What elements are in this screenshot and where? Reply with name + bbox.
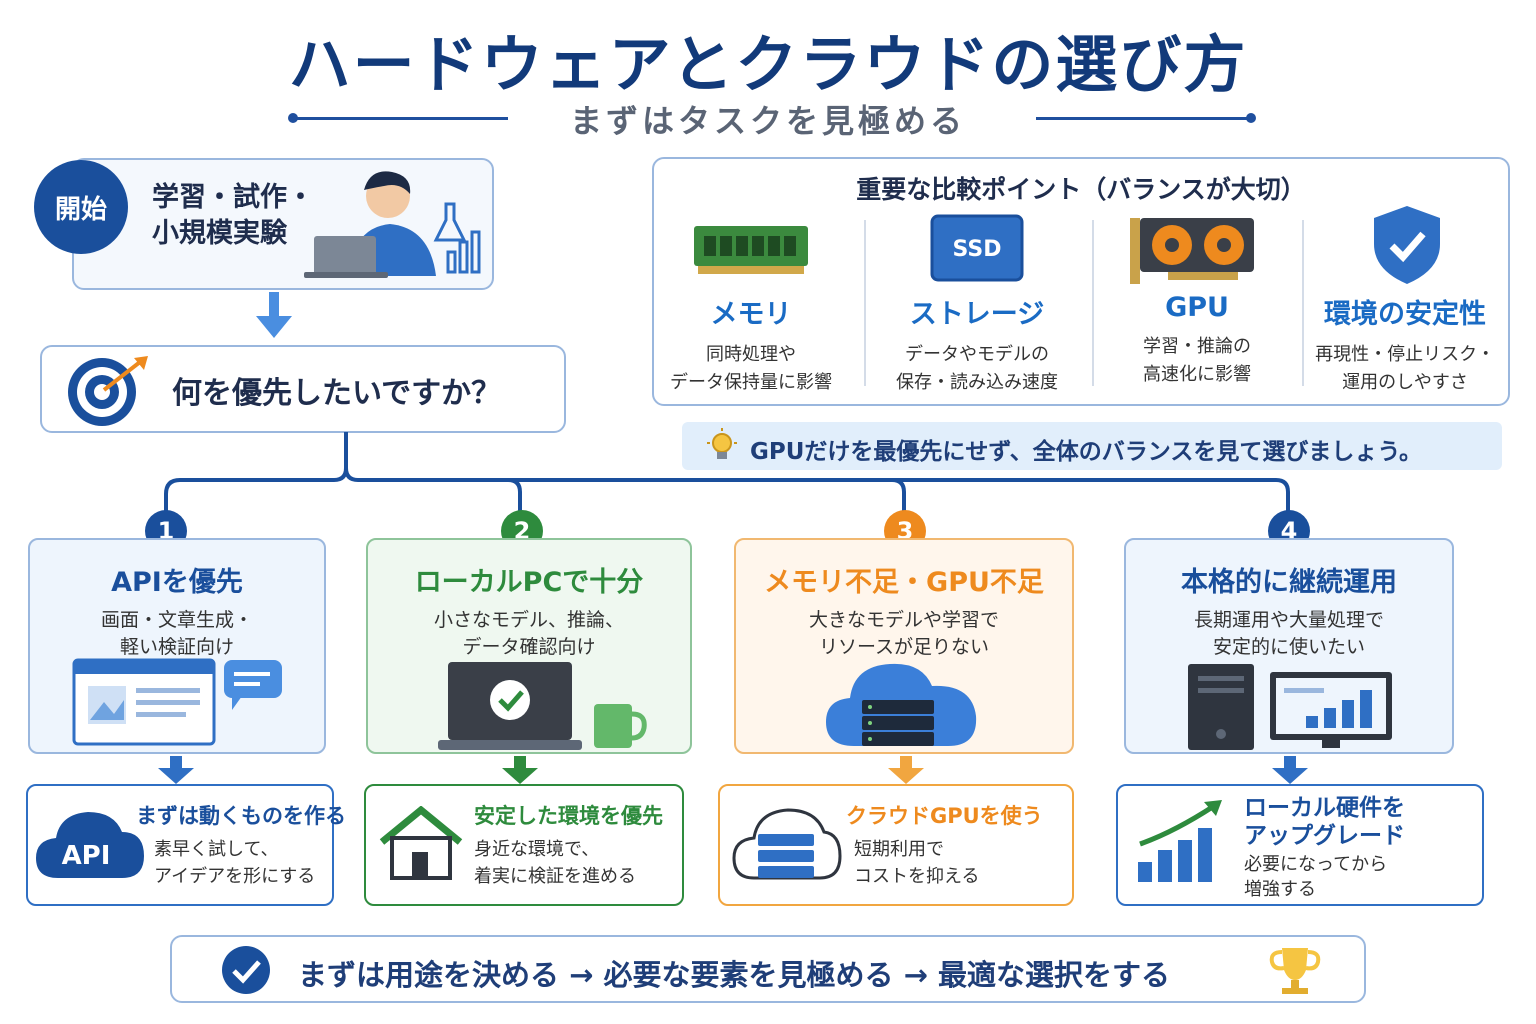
comparison-item-name: GPU: [1165, 292, 1229, 323]
comparison-item-storage: ストレージ データやモデルの保存・読み込み速度: [870, 200, 1084, 397]
divider: [1092, 220, 1094, 386]
check-circle-icon: [222, 946, 270, 994]
cloud-server-icon: [732, 808, 842, 880]
person-laptop-icon: [304, 171, 481, 278]
option-title: メモリ不足・GPU不足: [764, 567, 1044, 598]
growth-chart-icon: [1138, 800, 1222, 882]
result-card-upgrade: [1116, 784, 1484, 906]
rule-dot-left: [288, 113, 298, 123]
ssd-label: SSD: [953, 237, 1002, 262]
option-desc: 大きなモデルや学習でリソースが足りない: [808, 609, 999, 658]
result-title: ローカル硬件をアップグレード: [1244, 795, 1405, 849]
home-icon: [379, 806, 463, 880]
api-cloud-icon: API: [36, 812, 144, 878]
browser-chat-icon: [72, 658, 282, 746]
result-title: クラウドGPUを使う: [846, 804, 1043, 828]
summary-text: まずは用途を決める → 必要な要素を見極める → 最適な選択をする: [298, 958, 1170, 992]
rule-left: [296, 117, 508, 120]
comparison-item-desc: 同時処理やデータ保持量に影響: [670, 344, 832, 393]
lightbulb-icon: [707, 428, 737, 459]
arrow-down-icon: [502, 756, 538, 784]
comparison-item-desc: データやモデルの保存・読み込み速度: [896, 344, 1058, 393]
arrow-down-icon: [1272, 756, 1308, 784]
trophy-icon: [1269, 948, 1321, 994]
summary-bar: [170, 935, 1366, 1003]
comparison-item-name: メモリ: [710, 299, 792, 330]
tip-bar: [682, 422, 1502, 470]
gpu-icon: [1130, 218, 1254, 284]
branch-connector: [164, 432, 1290, 512]
start-line1: 学習・試作・: [152, 182, 314, 213]
memory-icon: [694, 226, 808, 274]
comparison-item-name: 環境の安定性: [1324, 299, 1486, 330]
page-title: ハードウェアとクラウドの選び方: [288, 28, 1248, 101]
arrow-down-icon: [158, 756, 194, 784]
result-desc: 必要になってから増強する: [1244, 854, 1388, 900]
ssd-icon: SSD: [930, 214, 1024, 282]
question-card: [40, 345, 566, 433]
target-icon: [68, 356, 148, 426]
tip-text: GPUだけを最優先にせず、全体のバランスを見て選びましょう。: [750, 439, 1422, 465]
option-card-local-pc: ローカルPCで十分 小さなモデル、推論、データ確認向け: [366, 538, 692, 754]
start-line2: 小規模実験: [152, 218, 287, 249]
comparison-item-gpu: GPU 学習・推論の高速化に影響: [1090, 200, 1304, 389]
laptop-check-icon: [438, 662, 647, 750]
desktop-monitor-icon: [1188, 664, 1392, 750]
option-title: ローカルPCで十分: [414, 567, 644, 598]
page-subtitle: まずはタスクを見極める: [569, 102, 966, 140]
comparison-panel: [652, 157, 1510, 406]
arrow-down-icon: [256, 292, 292, 338]
comparison-item-desc: 学習・推論の高速化に影響: [1143, 336, 1251, 385]
comparison-title: 重要な比較ポイント（バランスが大切）: [856, 175, 1306, 204]
result-desc: 身近な環境で、着実に検証を進める: [474, 839, 636, 887]
arrow-down-icon: [888, 756, 924, 784]
result-text-api: まずは動くものを作る 素早く試して、アイデアを形にする: [136, 800, 346, 890]
divider: [864, 220, 866, 386]
comparison-item-name: ストレージ: [909, 299, 1045, 330]
rule-dot-right: [1246, 113, 1256, 123]
start-text: 学習・試作・ 小規模実験: [152, 180, 314, 252]
option-title: APIを優先: [111, 567, 243, 598]
cloud-server-icon: [826, 663, 977, 746]
option-desc: 小さなモデル、推論、データ確認向け: [433, 609, 624, 658]
result-text-upgrade: ローカル硬件をアップグレード 必要になってから増強する: [1244, 794, 1405, 902]
divider: [1302, 220, 1304, 386]
result-title: まずは動くものを作る: [136, 804, 346, 828]
option-desc: 長期運用や大量処理で安定的に使いたい: [1193, 609, 1384, 658]
result-title: 安定した環境を優先: [474, 804, 663, 828]
start-badge: 開始: [34, 160, 128, 254]
result-text-local: 安定した環境を優先 身近な環境で、着実に検証を進める: [474, 800, 663, 890]
shield-check-icon: [1374, 206, 1440, 284]
option-desc: 画面・文章生成・軽い検証向け: [100, 609, 253, 658]
option-title: 本格的に継続運用: [1181, 567, 1397, 598]
result-desc: 素早く試して、アイデアを形にする: [154, 839, 316, 887]
comparison-item-stability: 環境の安定性 再現性・停止リスク・運用のしやすさ: [1298, 200, 1512, 397]
rule-right: [1036, 117, 1248, 120]
result-text-cloud: クラウドGPUを使う 短期利用でコストを抑える: [846, 800, 1043, 890]
comparison-item-memory: メモリ 同時処理やデータ保持量に影響: [644, 200, 858, 397]
question-text: 何を優先したいですか？: [172, 376, 502, 411]
result-desc: 短期利用でコストを抑える: [854, 839, 980, 887]
api-label: API: [62, 841, 111, 871]
comparison-item-desc: 再現性・停止リスク・運用のしやすさ: [1315, 344, 1495, 393]
